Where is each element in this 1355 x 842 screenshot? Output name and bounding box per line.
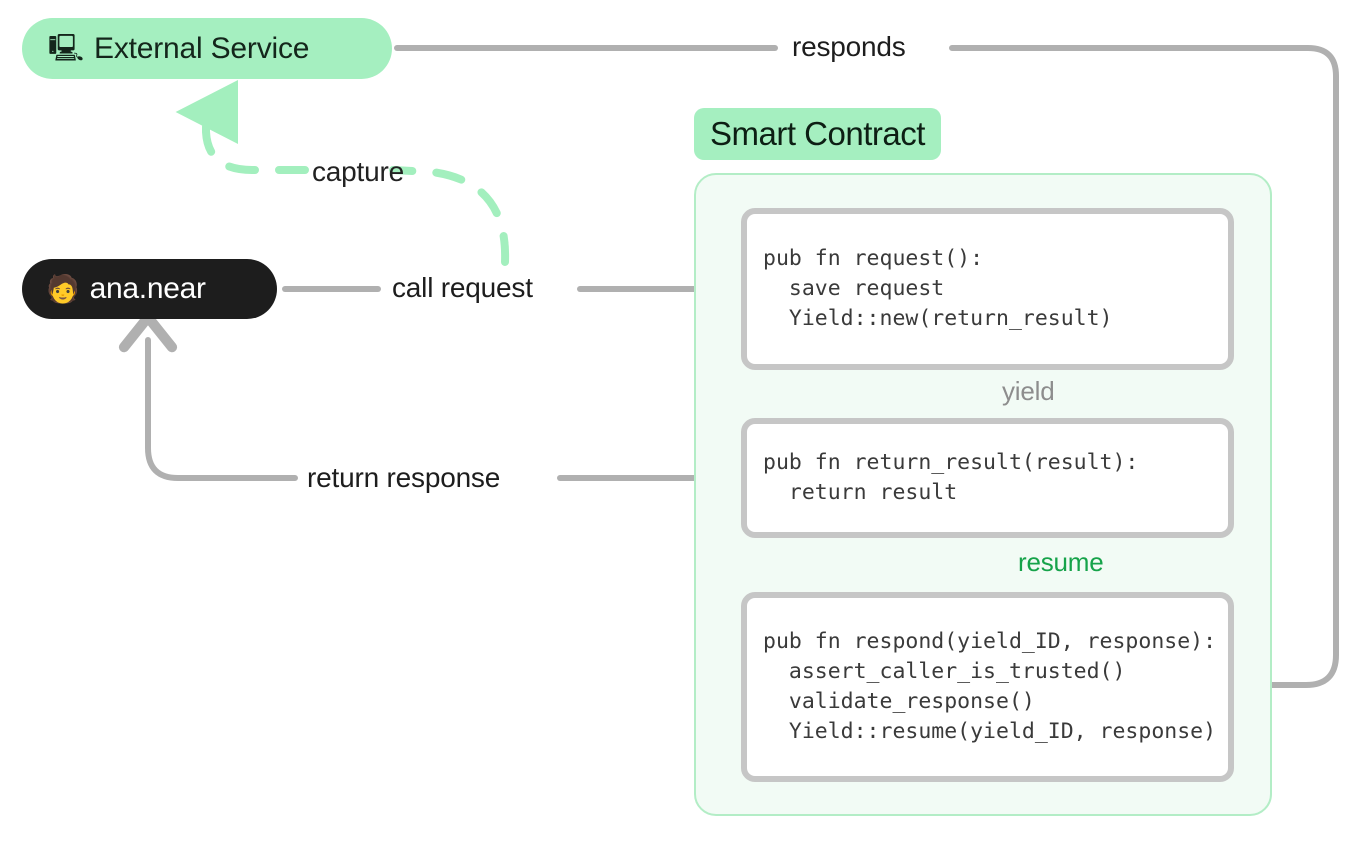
edge-label-capture: capture [312, 156, 404, 187]
person-avatar-icon: 🧑 [46, 273, 80, 304]
edge-label-responds: responds [792, 31, 906, 62]
code-block-return-result[interactable]: pub fn return_result(result): return res… [741, 418, 1234, 538]
user-account-label: ana.near [89, 272, 206, 305]
code-block-respond-text: pub fn respond(yield_ID, response): asse… [763, 629, 1217, 744]
external-service-label: External Service [94, 31, 310, 65]
edge-return-response [118, 312, 743, 481]
code-block-return-result-text: pub fn return_result(result): return res… [763, 450, 1139, 505]
node-external-service[interactable]: 🖳 External Service [22, 18, 392, 79]
edge-label-return-response: return response [307, 462, 501, 493]
server-tower-icon: 🖳 [48, 33, 85, 63]
code-block-request[interactable]: pub fn request(): save request Yield::ne… [741, 208, 1234, 370]
code-block-respond[interactable]: pub fn respond(yield_ID, response): asse… [741, 592, 1234, 782]
edge-label-yield: yield [1002, 376, 1055, 406]
node-smart-contract-label[interactable]: Smart Contract [694, 108, 941, 160]
edge-label-call-request: call request [392, 272, 533, 303]
node-user-account[interactable]: 🧑 ana.near [22, 259, 277, 319]
edge-label-resume: resume [1018, 547, 1104, 577]
code-block-request-text: pub fn request(): save request Yield::ne… [763, 246, 1113, 331]
